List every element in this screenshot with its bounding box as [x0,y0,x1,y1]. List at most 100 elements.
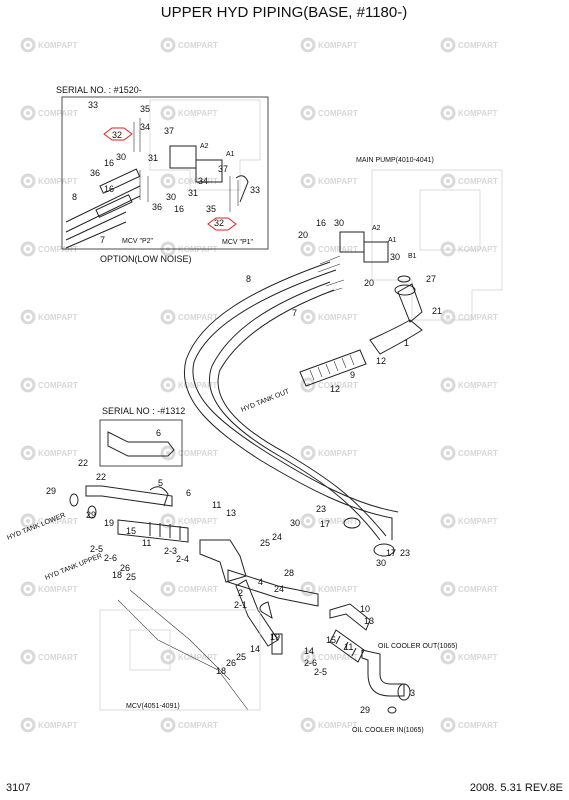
watermark-badge: KOMPAPT [300,37,358,53]
watermark-badge: COMPART [300,377,358,393]
watermark-badge: KOMPAPT [160,513,218,529]
watermark-text: COMPART [38,653,78,662]
watermark-badge: KOMPAPT [300,173,358,189]
svg-text:2-5: 2-5 [90,544,103,554]
inset-caption: OPTION(LOW NOISE) [100,254,192,264]
watermark-badge: COMPART [20,377,78,393]
watermark-badge: KOMPAPT [20,37,78,53]
svg-text:25: 25 [236,652,246,662]
svg-text:10: 10 [360,604,370,614]
watermark-text: COMPART [178,585,218,594]
hose-7 [209,281,381,541]
oil-cooler-out-callout: OIL COOLER OUT(1065) [378,643,458,650]
watermark-badge: COMPART [440,445,498,461]
hyd-tank-out-callout: HYD TANK OUT [240,388,291,414]
svg-text:31: 31 [188,188,198,198]
svg-text:23: 23 [400,548,410,558]
svg-text:15: 15 [126,526,136,536]
watermark-text: KOMPAPT [458,517,498,526]
svg-text:16: 16 [316,218,326,228]
svg-text:32: 32 [112,130,122,140]
svg-text:22: 22 [96,472,106,482]
watermark-text: KOMPAPT [318,449,358,458]
watermark-badge: KOMPAPT [300,717,358,733]
watermark-text: COMPART [458,41,498,50]
svg-text:34: 34 [140,122,150,132]
watermark-text: KOMPAPT [178,653,218,662]
watermark-text: KOMPAPT [178,245,218,254]
svg-text:21: 21 [432,306,442,316]
svg-text:SERIAL NO : -#1312: SERIAL NO : -#1312 [102,406,185,416]
watermark-text: COMPART [178,449,218,458]
watermark-badge: COMPART [440,581,498,597]
watermark-badge: COMPART [440,717,498,733]
tank-block [199,539,247,583]
watermark-badge: COMPART [300,105,358,121]
watermark-badge: COMPART [20,105,78,121]
watermark-badge: COMPART [440,37,498,53]
svg-text:34: 34 [198,176,208,186]
watermark-badge: KOMPAPT [300,581,358,597]
watermark-badge: COMPART [300,513,358,529]
watermark-text: KOMPAPT [178,381,218,390]
svg-text:30: 30 [334,218,344,228]
svg-text:29: 29 [86,510,96,520]
watermark-badge: KOMPAPT [160,105,218,121]
svg-text:A1: A1 [226,151,235,158]
svg-text:2: 2 [238,588,243,598]
svg-text:30: 30 [376,558,386,568]
watermark-text: KOMPAPT [38,177,78,186]
svg-text:11: 11 [344,642,353,652]
suction-hose [299,349,367,387]
watermark-text: KOMPAPT [458,381,498,390]
svg-text:23: 23 [316,504,326,514]
watermark-text: COMPART [458,177,498,186]
svg-text:2-1: 2-1 [234,600,247,610]
svg-text:16: 16 [104,184,114,194]
inset-flange-a [169,145,197,169]
svg-text:20: 20 [298,230,308,240]
watermark-badge: COMPART [20,649,78,665]
watermark-badge: KOMPAPT [20,581,78,597]
svg-text:3: 3 [410,688,415,698]
svg-text:4: 4 [258,577,263,587]
watermark-badge: KOMPAPT [440,241,498,257]
watermark-text: COMPART [38,109,78,118]
watermark-badge: KOMPAPT [440,513,498,529]
watermark-badge: KOMPAPT [440,105,498,121]
svg-text:19: 19 [104,518,114,528]
svg-text:37: 37 [218,164,228,174]
svg-text:MCV "P1": MCV "P1" [222,239,254,246]
svg-text:14: 14 [304,646,314,656]
watermark-text: KOMPAPT [38,41,78,50]
watermark-badge: COMPART [160,581,218,597]
watermark-badge: COMPART [160,717,218,733]
svg-text:28: 28 [284,568,294,578]
watermark-text: COMPART [458,585,498,594]
svg-text:30: 30 [116,152,126,162]
watermark-badge: KOMPAPT [300,309,358,325]
page-number: 3107 [6,782,30,794]
svg-text:11: 11 [212,500,221,510]
svg-text:19: 19 [270,632,280,642]
svg-text:6: 6 [156,428,161,438]
watermark-badge: KOMPAPT [160,241,218,257]
watermark-text: KOMPAPT [458,653,498,662]
watermark-text: KOMPAPT [458,109,498,118]
hyd-tank-lower-callout: HYD TANK LOWER [6,512,66,542]
svg-text:29: 29 [360,705,370,715]
oil-cooler-in-callout: OIL COOLER IN(1065) [352,727,424,734]
svg-text:1: 1 [404,338,409,348]
svg-text:14: 14 [250,644,260,654]
watermark-text: KOMPAPT [38,313,78,322]
svg-text:16: 16 [104,158,114,168]
hose-11 [117,519,189,543]
svg-text:2-6: 2-6 [304,658,317,668]
hex-mark-32-a [103,127,133,141]
watermark-text: COMPART [178,41,218,50]
svg-text:7: 7 [100,235,105,245]
watermark-text: KOMPAPT [458,245,498,254]
svg-text:18: 18 [112,570,122,580]
watermark-badge: KOMPAPT [300,445,358,461]
